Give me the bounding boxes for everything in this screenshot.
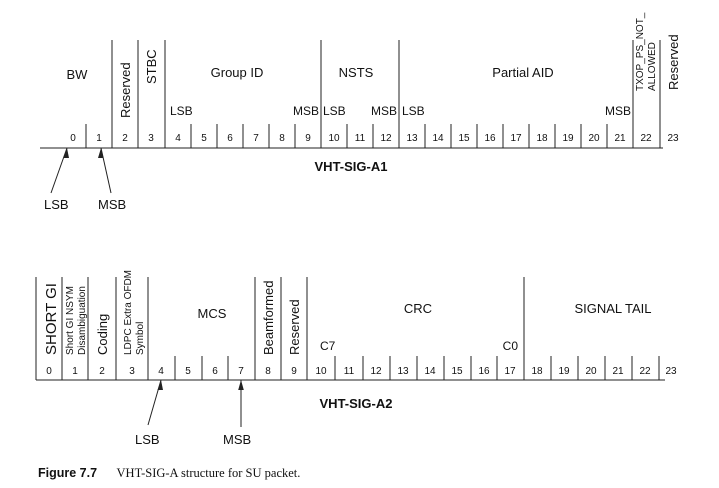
a2-bit-number: 17 (504, 366, 516, 377)
a2-bit-number: 15 (451, 366, 463, 377)
field-nsts-label: NSTS (339, 65, 374, 80)
a2-bit-number: 0 (46, 366, 52, 377)
a1-bit-number: 22 (640, 133, 652, 144)
a2-bit-number: 14 (424, 366, 436, 377)
a2-bit-number: 3 (129, 366, 135, 377)
vht-sig-a1-title: VHT-SIG-A1 (315, 159, 388, 174)
a1-bit-number: 7 (253, 133, 259, 144)
a2-lsb-pointer (147, 379, 163, 426)
crc-c7-label: C7 (320, 339, 336, 353)
a1-lsb-pointer-label: LSB (44, 197, 69, 212)
a2-lsb-pointer-label: LSB (135, 432, 160, 447)
a2-bit-number: 20 (585, 366, 597, 377)
group-id-lsb-label: LSB (170, 104, 193, 118)
field-group-id-label: Group ID (211, 65, 264, 80)
field-reserved-2-label: Reserved (666, 34, 681, 90)
a1-bit-number: 1 (96, 133, 102, 144)
field-partial-aid-label: Partial AID (492, 65, 553, 80)
a1-bit-number: 11 (355, 133, 366, 144)
a2-bit-number: 8 (265, 366, 271, 377)
field-txop-ps-not-allowed-line1: TXOP_PS_NOT_ (635, 12, 646, 91)
a1-bit-number: 5 (201, 133, 207, 144)
a1-bit-number: 3 (148, 133, 154, 144)
a1-bit-number: 23 (667, 133, 679, 144)
a2-bit-number: 10 (315, 366, 327, 377)
a2-bit-number: 4 (158, 366, 164, 377)
a1-bit-number: 13 (406, 133, 418, 144)
a2-bit-number: 22 (639, 366, 651, 377)
vht-sig-a2-title: VHT-SIG-A2 (320, 396, 393, 411)
a1-bit-number: 20 (588, 133, 600, 144)
a1-bit-number: 21 (614, 133, 626, 144)
a2-bit-number: 6 (212, 366, 218, 377)
field-bw-label: BW (67, 67, 89, 82)
a1-bit-number: 8 (279, 133, 285, 144)
figure-caption: Figure 7.7 VHT-SIG-A structure for SU pa… (38, 466, 300, 481)
a2-bit-number: 21 (612, 366, 624, 377)
vht-sig-a1-bit-ticks (85, 124, 608, 148)
field-coding-label: Coding (95, 314, 110, 355)
field-mcs-label: MCS (198, 306, 227, 321)
vht-sig-a2-frame (35, 277, 665, 381)
a1-bit-number: 10 (328, 133, 340, 144)
a1-bit-number: 14 (432, 133, 444, 144)
a1-bit-number: 15 (458, 133, 470, 144)
a2-bit-number: 11 (344, 366, 355, 377)
figure-caption-text: VHT-SIG-A structure for SU packet. (116, 466, 301, 480)
a1-bit-number: 6 (227, 133, 233, 144)
partial-aid-msb-label: MSB (605, 104, 631, 118)
vht-sig-a2-bit-ticks (174, 356, 660, 380)
field-short-gi-nsym-line1: Short GI NSYM (65, 286, 76, 355)
a2-bit-number: 5 (185, 366, 191, 377)
a2-bit-number: 1 (72, 366, 78, 377)
a1-msb-pointer-label: MSB (98, 197, 126, 212)
a2-msb-pointer (238, 380, 244, 427)
field-beamformed-label: Beamformed (261, 281, 276, 355)
a1-bit-number: 12 (380, 133, 392, 144)
a2-bit-number: 13 (397, 366, 409, 377)
field-short-gi-nsym-line2: Disambiguation (77, 286, 88, 355)
a2-bit-number: 18 (531, 366, 543, 377)
figure-number: Figure 7.7 (38, 466, 98, 480)
nsts-lsb-label: LSB (323, 104, 346, 118)
a1-bit-number: 16 (484, 133, 496, 144)
a1-lsb-pointer (50, 147, 69, 194)
a2-msb-pointer-label: MSB (223, 432, 251, 447)
field-signal-tail-label: SIGNAL TAIL (574, 301, 651, 316)
field-ldpc-extra-line2: Symbol (135, 322, 146, 355)
a1-msb-pointer (98, 147, 112, 194)
crc-c0-label: C0 (503, 339, 519, 353)
field-txop-ps-not-allowed-line2: ALLOWED (647, 42, 658, 91)
a1-bit-number: 0 (70, 133, 76, 144)
field-short-gi-label: SHORT GI (43, 283, 60, 355)
a1-bit-number: 17 (510, 133, 522, 144)
a1-bit-number: 9 (305, 133, 311, 144)
a1-bit-number: 18 (536, 133, 548, 144)
field-crc-label: CRC (404, 301, 432, 316)
a2-bit-number: 23 (665, 366, 677, 377)
a2-bit-number: 2 (99, 366, 105, 377)
a1-bit-number: 2 (122, 133, 128, 144)
field-reserved-label: Reserved (118, 62, 133, 118)
partial-aid-lsb-label: LSB (402, 104, 425, 118)
a1-bit-number: 19 (562, 133, 574, 144)
a2-bit-number: 16 (478, 366, 490, 377)
field-ldpc-extra-line1: LDPC Extra OFDM (123, 270, 134, 355)
group-id-msb-label: MSB (293, 104, 319, 118)
a2-bit-number: 12 (370, 366, 382, 377)
nsts-msb-label: MSB (371, 104, 397, 118)
a1-bit-number: 4 (175, 133, 181, 144)
field-stbc-label: STBC (144, 49, 159, 84)
field-reserved-a2-label: Reserved (287, 299, 302, 355)
vht-sig-a1-frame (40, 40, 663, 149)
a2-bit-number: 9 (291, 366, 297, 377)
a2-bit-number: 7 (238, 366, 244, 377)
a2-bit-number: 19 (558, 366, 570, 377)
